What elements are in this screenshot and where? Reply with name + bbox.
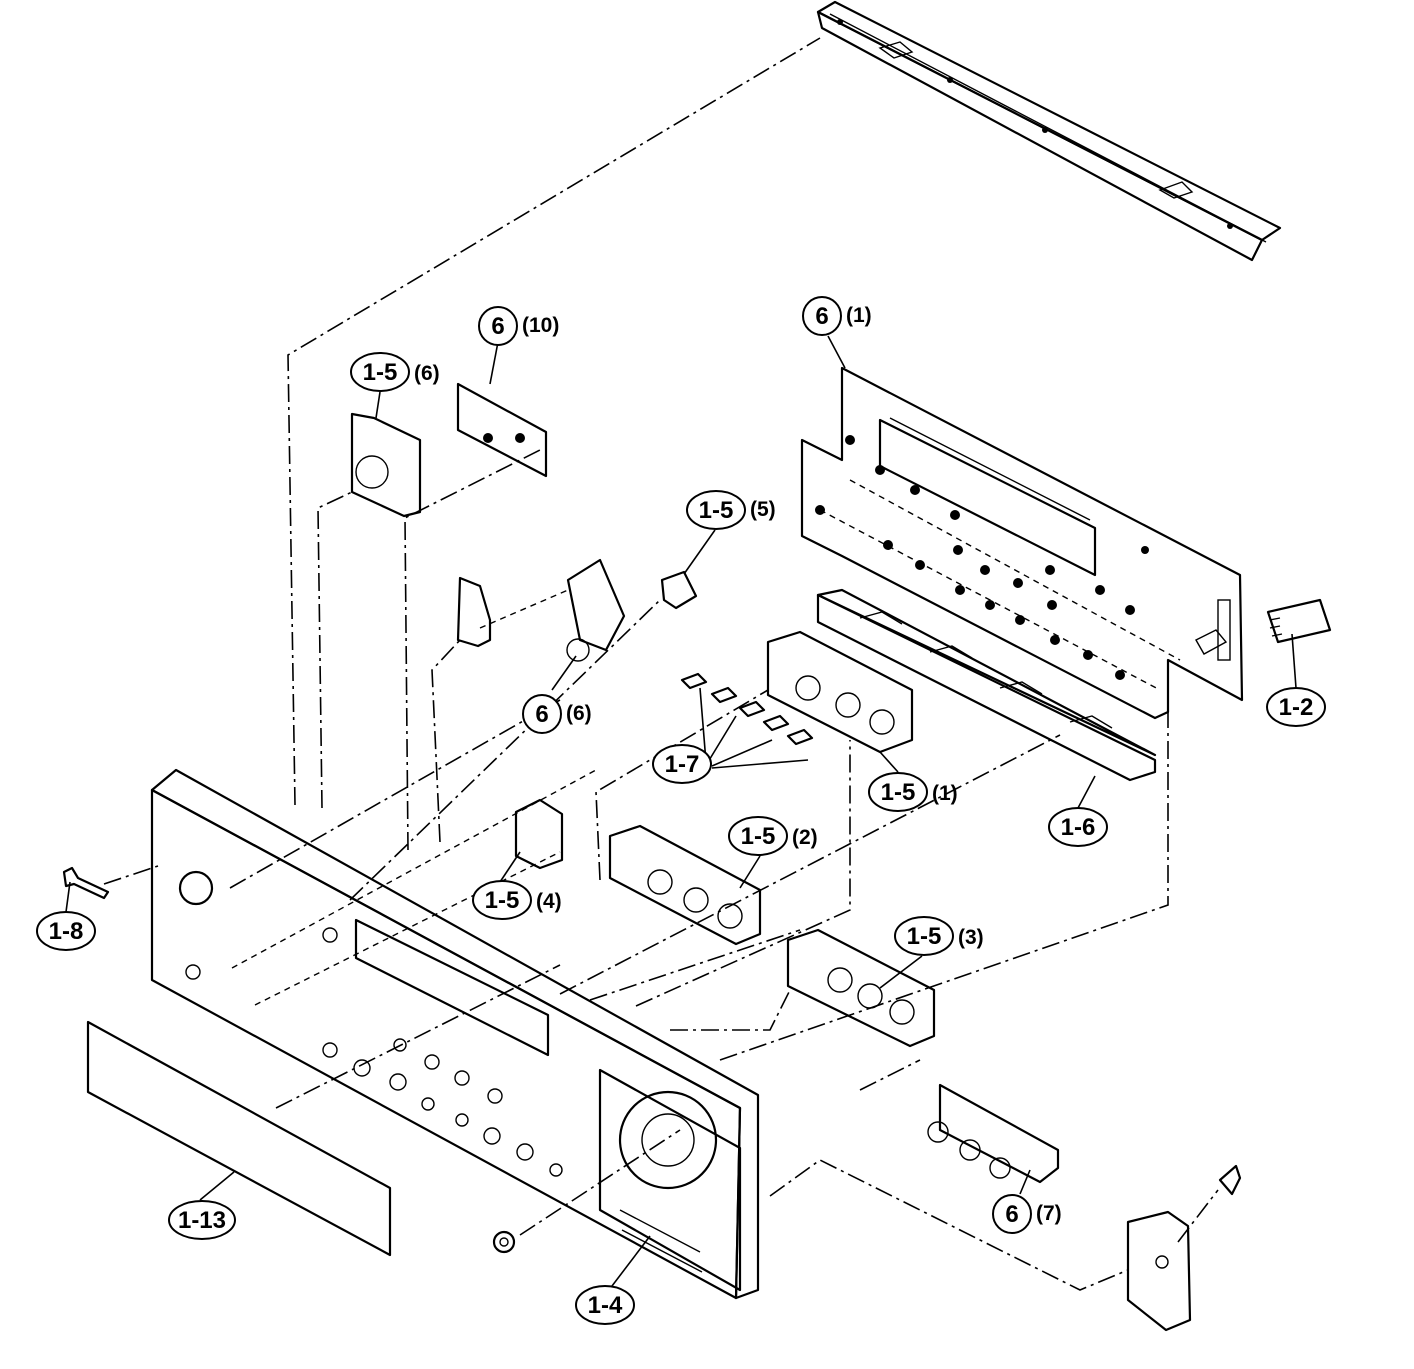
callout-1-5-2: 1-5 (2) [728,816,818,856]
callout-id: 6 [491,313,504,340]
callout-id: 1-4 [588,1292,623,1319]
callout-sub: (1) [846,304,872,327]
main-display-board [800,366,1244,720]
callout-6-7: 6 (7) [992,1194,1062,1234]
small-board-10 [456,382,548,478]
callout-sub: (2) [792,826,818,849]
callout-id: 1-7 [665,751,700,778]
callout-1-5-1: 1-5 (1) [868,772,958,812]
switch-bracket [456,576,492,648]
callout-1-5-4: 1-5 (4) [472,880,562,920]
callout-id: 1-5 [741,823,776,850]
callout-1-8: 1-8 [36,911,96,951]
callout-sub: (6) [566,702,592,725]
callout-id: 6 [535,701,548,728]
callout-1-5-3: 1-5 (3) [894,916,984,956]
callout-sub: (1) [932,782,958,805]
callout-1-4: 1-4 [575,1285,635,1325]
callout-sub: (7) [1036,1202,1062,1225]
callout-id: 1-5 [699,497,734,524]
callout-6-6: 6 (6) [522,694,592,734]
button-holder-6 [350,412,422,518]
button-holder-1 [766,630,914,754]
jack-board [927,1083,1060,1184]
tact-switch-group [680,672,814,746]
callout-sub: (3) [958,926,984,949]
button-holder-4 [514,798,564,870]
display-window-panel [86,1020,392,1257]
callout-id: 1-2 [1279,694,1314,721]
ribbon-connector [1266,598,1332,644]
button-holder-2 [608,824,762,946]
callout-sub: (6) [414,362,440,385]
callout-1-7: 1-7 [652,744,712,784]
callout-sub: (5) [750,498,776,521]
callout-id: 6 [815,303,828,330]
front-panel [150,768,760,1300]
callout-leaders [65,335,1297,1287]
top-rail-bracket [816,0,1282,262]
knob [492,1230,516,1254]
callout-id: 6 [1005,1201,1018,1228]
callout-id: 1-8 [49,918,84,945]
callout-id: 1-5 [363,359,398,386]
assembly-lead-lines [103,37,1219,1291]
rotary-switch [566,558,626,662]
callout-id: 1-13 [178,1207,226,1234]
callout-6-1: 6 (1) [802,296,872,336]
callout-id: 1-5 [485,887,520,914]
callout-sub: (4) [536,890,562,913]
callout-sub: (10) [522,314,559,337]
callout-id: 1-5 [907,923,942,950]
callout-1-5-5: 1-5 (5) [686,490,776,530]
screw [62,866,110,900]
switch-holder-bar [816,588,1157,782]
callout-1-13: 1-13 [168,1200,236,1240]
callout-id: 1-6 [1061,814,1096,841]
callout-6-10: 6 (10) [478,306,559,346]
side-bracket [1126,1164,1242,1332]
callout-1-6: 1-6 [1048,807,1108,847]
callout-1-5-6: 1-5 (6) [350,352,440,392]
callout-id: 1-5 [881,779,916,806]
callout-1-2: 1-2 [1266,687,1326,727]
button-holder-5 [660,570,698,610]
